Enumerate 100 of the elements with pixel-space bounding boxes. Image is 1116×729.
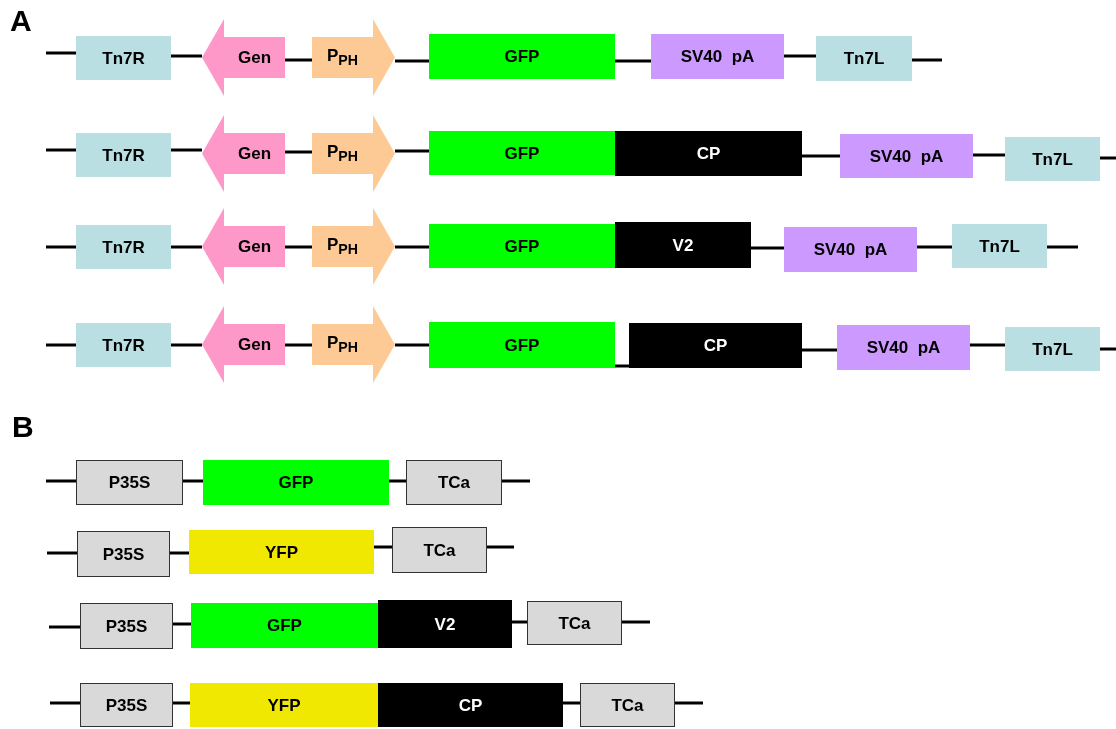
gene-label: Gen (237, 238, 272, 255)
dna-line (395, 343, 429, 347)
dna-line (784, 54, 816, 58)
dna-line (912, 58, 942, 62)
gene-label: V2 (672, 236, 694, 254)
gene-label: SV40 pA (866, 339, 941, 356)
gene-label: Tn7L (1032, 150, 1073, 168)
element-box (80, 603, 173, 649)
element-box (80, 683, 173, 727)
gene-box (190, 683, 378, 727)
gene-label: Tn7L (979, 237, 1020, 255)
gene-label: SV40 pA (869, 147, 944, 165)
gene-box (629, 323, 802, 368)
gene-box (203, 460, 389, 505)
dna-line (285, 58, 312, 62)
gene-box (837, 325, 970, 370)
dna-line (802, 348, 837, 352)
gene-box (76, 36, 171, 80)
gene-label: P35S (105, 696, 148, 714)
gene-label: CP (458, 696, 483, 714)
gene-label: P$_{PH}$ (327, 47, 358, 68)
gene-label: SV40 pA (680, 48, 755, 65)
gene-label: P$_{PH}$ (327, 334, 358, 355)
gene-label: TCa (558, 614, 591, 632)
dna-line (675, 701, 703, 705)
dna-line (395, 59, 429, 63)
dna-line (46, 148, 76, 152)
element-box (527, 601, 622, 645)
dna-line (751, 246, 784, 250)
dna-line (46, 343, 76, 347)
dna-line (285, 245, 312, 249)
gene-box (76, 323, 171, 367)
gene-label: P35S (108, 474, 151, 491)
dna-line (395, 149, 429, 153)
dna-line (615, 59, 651, 63)
dna-line (285, 150, 312, 154)
dna-line (47, 551, 77, 555)
gene-box (651, 34, 784, 79)
gene-label: Gen (237, 336, 272, 353)
gene-label: TCa (437, 474, 471, 491)
gene-label: Tn7R (102, 336, 145, 354)
dna-line (374, 545, 392, 549)
dna-line (171, 245, 202, 249)
gene-label: GFP (278, 474, 314, 491)
dna-line (389, 479, 406, 483)
gene-box (76, 225, 171, 269)
dna-line (173, 622, 191, 626)
dna-line (1047, 245, 1078, 249)
dna-line (171, 343, 202, 347)
gene-box (378, 600, 512, 648)
gene-box (615, 131, 802, 176)
dna-line (170, 551, 189, 555)
gene-box (378, 683, 563, 727)
element-box (406, 460, 502, 505)
gene-label: GFP (504, 144, 540, 162)
gene-box (76, 133, 171, 177)
gene-label: GFP (504, 336, 540, 354)
gene-box (1005, 327, 1100, 371)
gene-label: CP (696, 145, 721, 162)
gene-label: CP (703, 337, 728, 354)
gene-label: GFP (267, 617, 302, 634)
gene-label: Tn7R (102, 146, 145, 164)
gene-label: YFP (267, 696, 301, 714)
dna-line (917, 245, 952, 249)
dna-line (173, 701, 190, 705)
dna-line (512, 620, 527, 624)
gene-box (429, 34, 615, 79)
element-box (392, 527, 487, 573)
gene-label: TCa (611, 696, 644, 714)
dna-line (49, 625, 80, 629)
gene-label: TCa (423, 541, 456, 559)
gene-label: Tn7L (843, 50, 885, 67)
gene-box (429, 224, 615, 268)
panel-letter: B (12, 412, 34, 442)
gene-box (952, 224, 1047, 268)
gene-box (429, 322, 615, 368)
element-box (76, 460, 183, 505)
dna-line (622, 620, 650, 624)
gene-label: GFP (504, 237, 540, 255)
dna-line (1100, 156, 1116, 160)
gene-label: P35S (105, 617, 148, 635)
dna-line (502, 479, 530, 483)
dna-line (1100, 347, 1116, 351)
dna-line (563, 701, 580, 705)
gene-label: Tn7L (1032, 340, 1073, 358)
gene-label: P$_{PH}$ (327, 143, 358, 164)
panel-letter: A (10, 6, 32, 36)
dna-line (46, 479, 76, 483)
gene-label: Gen (237, 49, 272, 66)
dna-line (171, 148, 202, 152)
dna-line (395, 245, 429, 249)
gene-box (840, 134, 973, 178)
gene-box (189, 530, 374, 574)
gene-label: Gen (237, 145, 272, 162)
gene-box (816, 36, 912, 81)
gene-label: YFP (264, 543, 299, 561)
gene-box (429, 131, 615, 175)
dna-line (487, 545, 514, 549)
dna-line (615, 364, 629, 368)
gene-box (615, 222, 751, 268)
